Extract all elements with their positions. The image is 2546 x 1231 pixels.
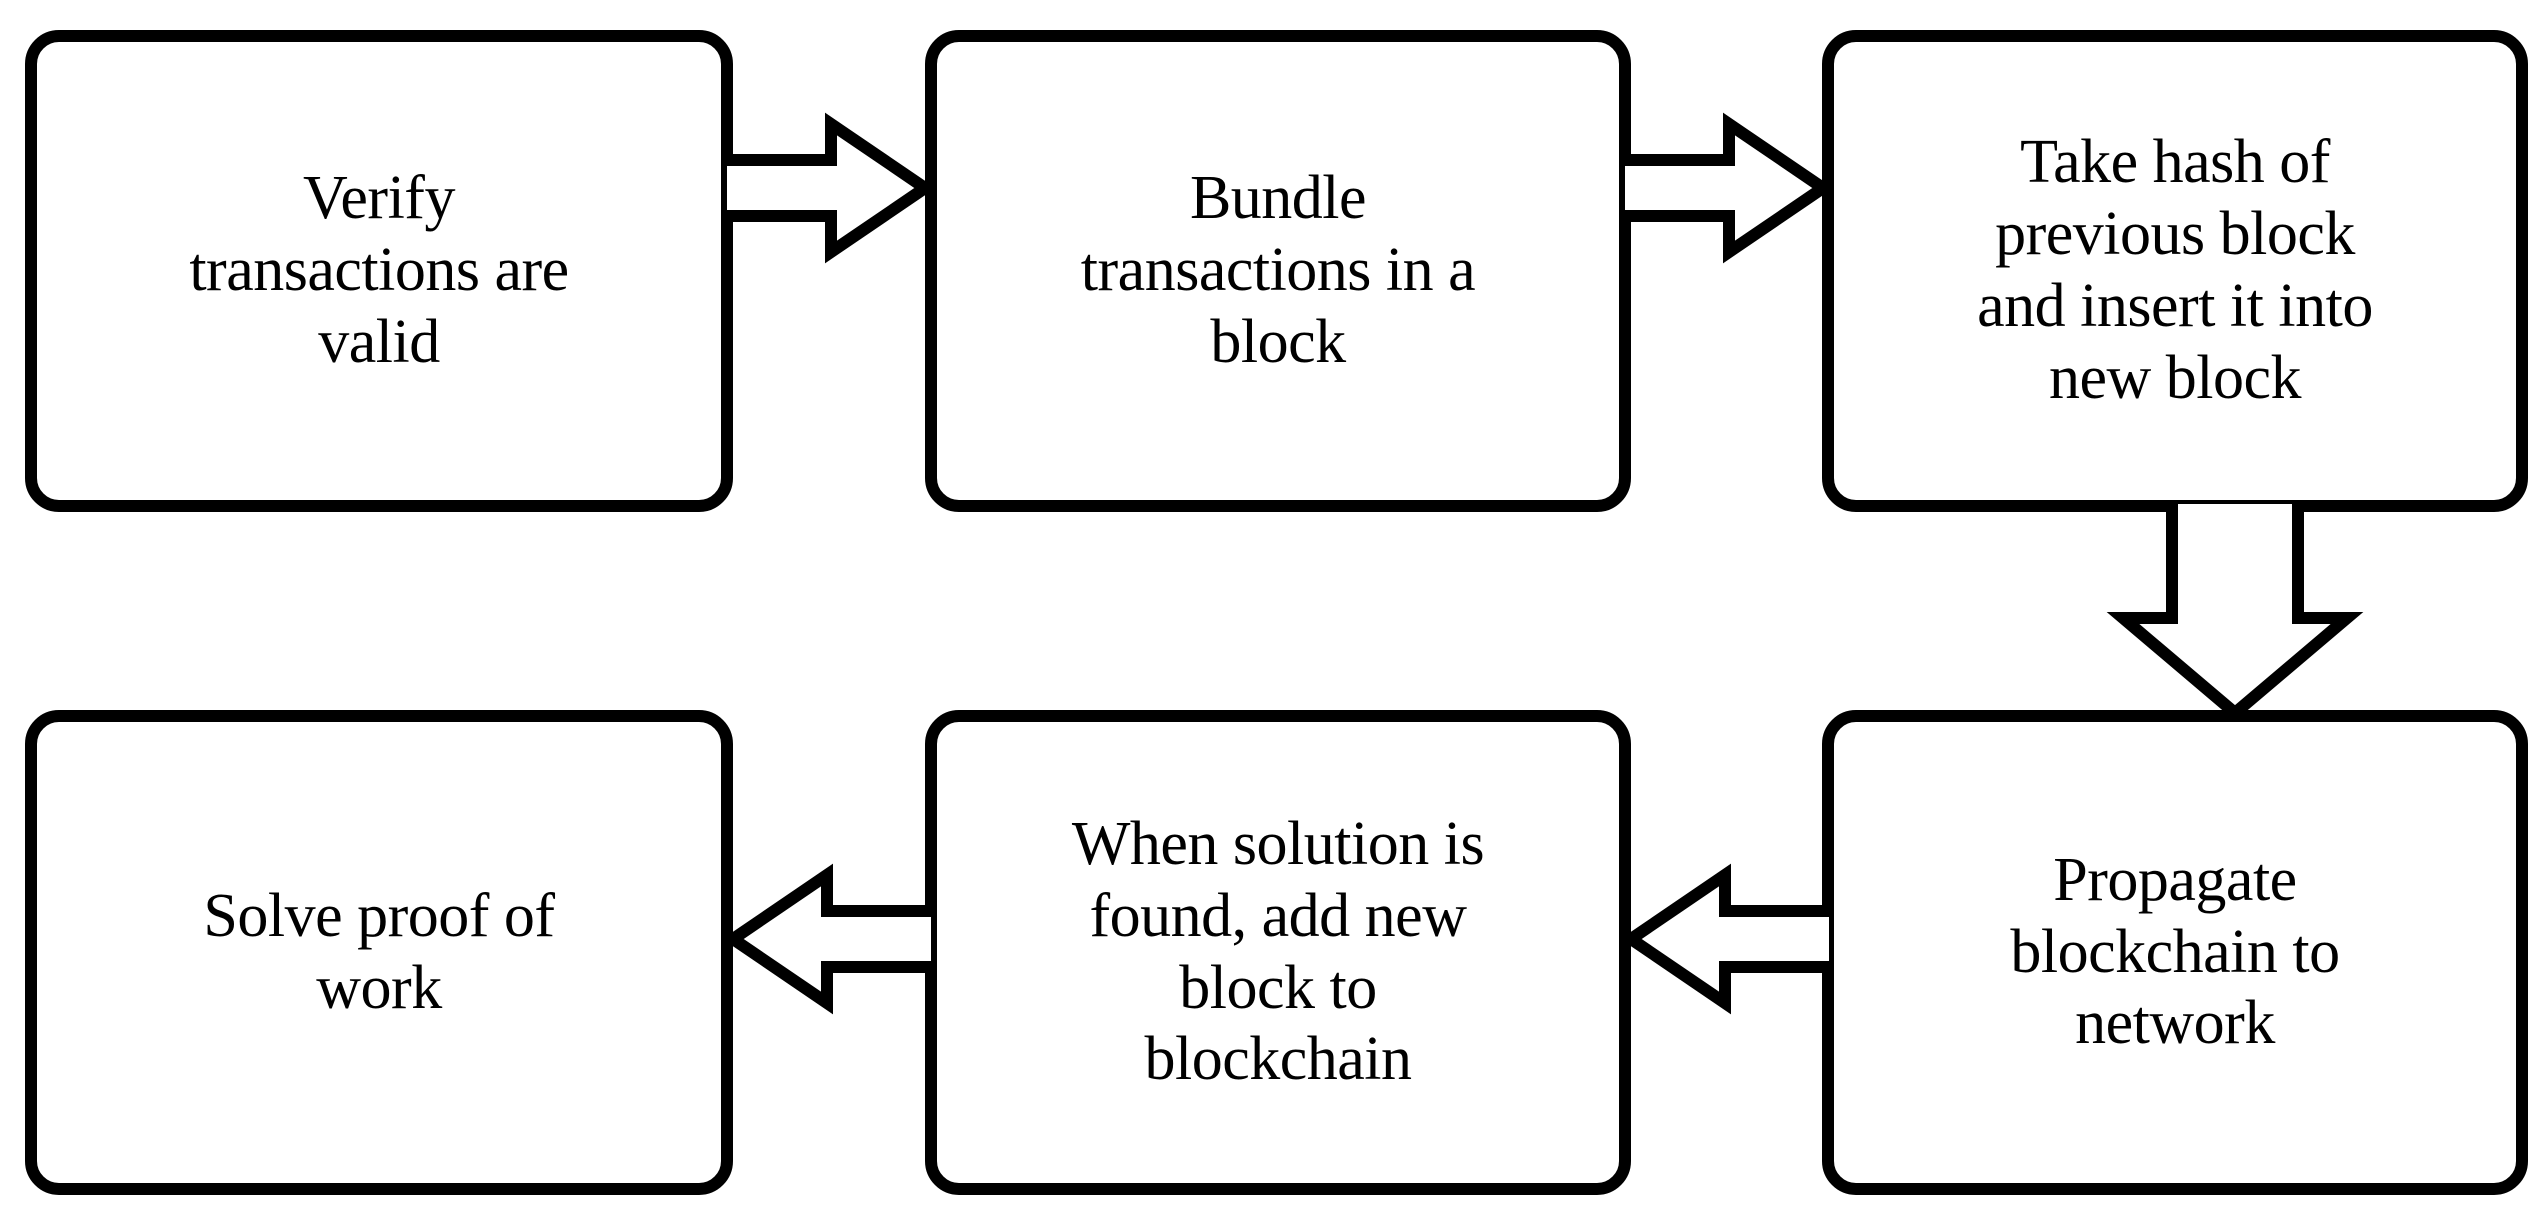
arrow-add-block-to-solve bbox=[722, 863, 931, 1015]
flow-node-label: Propagate blockchain to network bbox=[2010, 845, 2340, 1058]
flow-node-verify-transactions[interactable]: Verify transactions are valid bbox=[25, 30, 733, 512]
flow-node-label: Solve proof of work bbox=[203, 881, 555, 1022]
flow-node-propagate-blockchain[interactable]: Propagate blockchain to network bbox=[1822, 710, 2528, 1195]
flow-node-label: Verify transactions are valid bbox=[189, 164, 569, 376]
flow-node-solve-proof-of-work[interactable]: Solve proof of work bbox=[25, 710, 733, 1195]
arrow-verify-to-bundle bbox=[727, 112, 936, 264]
flow-node-label: Take hash of previous block and insert i… bbox=[1977, 128, 2373, 412]
flow-node-add-block-to-blockchain[interactable]: When solution is found, add new block to… bbox=[925, 710, 1631, 1195]
flow-node-take-hash[interactable]: Take hash of previous block and insert i… bbox=[1822, 30, 2528, 512]
flow-node-label: Bundle transactions in a block bbox=[1080, 164, 1476, 376]
flow-node-bundle-transactions[interactable]: Bundle transactions in a block bbox=[925, 30, 1631, 512]
arrow-hash-to-propagate bbox=[2106, 504, 2364, 721]
arrow-bundle-to-hash bbox=[1625, 112, 1834, 264]
arrow-propagate-to-add-block bbox=[1620, 863, 1829, 1015]
flow-node-label: When solution is found, add new block to… bbox=[1071, 809, 1485, 1094]
